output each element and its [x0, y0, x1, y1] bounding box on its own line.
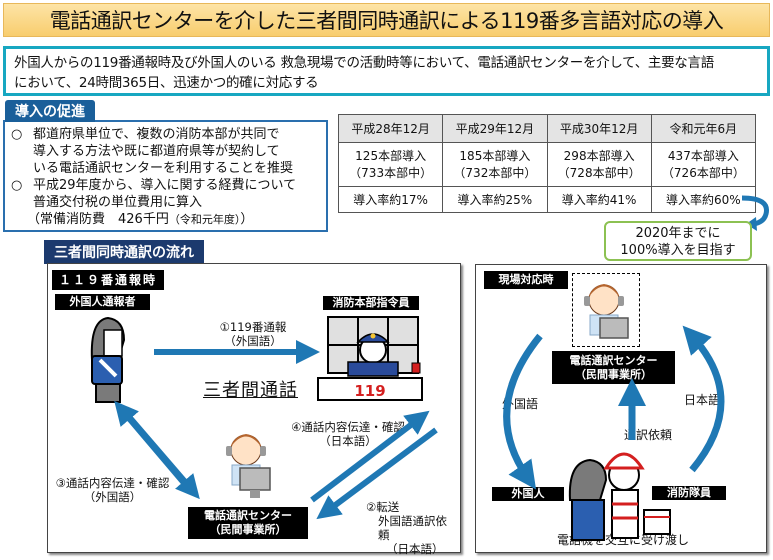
rate-cell: 導入率約17%	[337, 186, 444, 213]
phone-handoff-caption: 電話機を交互に受け渡し	[556, 533, 689, 547]
adopted-count: 125本部導入	[355, 148, 427, 163]
note-small: （令和元年度）	[168, 213, 241, 226]
step2-request: 外国語通訳依頼	[378, 514, 447, 542]
note-main: （常備消防費 426千円	[27, 212, 169, 227]
promotion-item: ○ 平成29年度から、導入に関する経費について 普通交付税の単位費用に算入	[11, 177, 320, 211]
step1-lang: （外国語）	[224, 334, 282, 348]
promotion-heading: 導入の促進	[5, 100, 95, 122]
summary-line-2: において、24時間365日、迅速かつ的確に対応する	[14, 75, 319, 91]
step3-label: ③通話内容伝達・確認 （外国語）	[50, 476, 175, 504]
summary-box: 外国人からの119番通報時及び外国人のいる 救急現場での活動時等において、電話通…	[3, 46, 770, 96]
three-way-call-label: 三者間通話	[203, 380, 298, 401]
column-header: 平成30年12月	[546, 114, 652, 143]
dispatcher-label: 消防本部指令員	[323, 296, 419, 310]
center-type: （民間事業所）	[209, 523, 287, 536]
center-name: 電話通訳センター	[204, 509, 292, 522]
summary-line-1: 外国人からの119番通報時及び外国人のいる 救急現場での活動時等において、電話通…	[14, 55, 714, 71]
total-count: （726本部中）	[661, 165, 745, 180]
step3-lang: （外国語）	[83, 490, 142, 504]
column-header: 平成29年12月	[442, 114, 548, 143]
stats-table: 平成28年12月 平成29年12月 平成30年12月 令和元年6月 125本部導…	[337, 114, 757, 213]
japanese-label: 日本語	[684, 393, 721, 407]
table-row-rate: 導入率約17% 導入率約25% 導入率約41% 導入率約60%	[337, 186, 757, 213]
caller-label: 外国人通報者	[55, 294, 150, 310]
step2-text: ②転送	[366, 500, 400, 514]
step3-text: ③通話内容伝達・確認	[55, 476, 170, 490]
center-name: 電話通訳センター	[569, 353, 658, 367]
step4-lang: （日本語）	[319, 434, 377, 448]
table-cell: 125本部導入 （733本部中）	[337, 142, 444, 187]
foreign-language-label: 外国語	[502, 397, 539, 411]
goal-line-1: 2020年までに	[635, 226, 721, 241]
table-row-adopted: 125本部導入 （733本部中） 185本部導入 （732本部中） 298本部導入 （…	[337, 142, 757, 187]
table-cell: 298本部導入 （728本部中）	[546, 142, 652, 187]
circle-bullet: ○	[11, 127, 23, 142]
promotion-item: ○ 都道府県単位で、複数の消防本部が共同で 導入する方法や既に都道府県等が契約し…	[11, 126, 320, 177]
flow-heading: 三者間同時通訳の流れ	[44, 240, 204, 264]
step1-text: ①119番通報	[219, 320, 287, 334]
rate-cell: 導入率約60%	[650, 186, 757, 213]
table-cell: 437本部導入 （726本部中）	[650, 142, 757, 187]
onsite-flow-panel: 現場対応時 電話通訳センター （民間事業所） 外国語 日本語 通訳依頼 外国人 …	[475, 264, 767, 553]
promotion-line: 導入する方法や既に都道府県等が契約して	[33, 144, 280, 159]
step2-label: ②転送 外国語通訳依頼 （日本語）	[356, 500, 456, 556]
table-header-row: 平成28年12月 平成29年12月 平成30年12月 令和元年6月	[337, 114, 757, 143]
promotion-note: （常備消防費 426千円（令和元年度））	[11, 211, 320, 228]
step4-text: ④通話内容伝達・確認	[291, 420, 405, 434]
interpretation-request-label: 通訳依頼	[624, 428, 673, 442]
promotion-line: 平成29年度から、導入に関する経費について	[33, 178, 297, 193]
adopted-count: 298本部導入	[563, 148, 635, 163]
step4-label: ④通話内容伝達・確認 （日本語）	[278, 420, 418, 448]
step2-lang: （日本語）	[386, 542, 444, 556]
interpreter-center-label: 電話通訳センター （民間事業所）	[188, 507, 308, 539]
note-end: ）	[240, 212, 254, 227]
step1-label: ①119番通報 （外国語）	[198, 320, 308, 348]
call-time-label: １１９番通報時	[52, 270, 164, 290]
goal-box: 2020年までに 100%導入を目指す	[604, 221, 752, 261]
call-flow-panel: １１９番通報時 外国人通報者 消防本部指令員 ①119番通報 （外国語） 三者間…	[47, 263, 461, 556]
total-count: （733本部中）	[349, 165, 433, 180]
total-count: （728本部中）	[557, 165, 641, 180]
firefighter-label: 消防隊員	[652, 486, 726, 500]
promotion-line: 都道府県単位で、複数の消防本部が共同で	[33, 127, 280, 142]
goal-line-2: 100%導入を目指す	[620, 243, 736, 258]
onsite-center-label: 電話通訳センター （民間事業所）	[552, 351, 675, 384]
page-title: 電話通訳センターを介した三者間同時通訳による119番多言語対応の導入	[3, 3, 770, 37]
promotion-box: ○ 都道府県単位で、複数の消防本部が共同で 導入する方法や既に都道府県等が契約し…	[3, 120, 328, 232]
center-type: （民間事業所）	[575, 367, 652, 381]
rate-cell: 導入率約25%	[442, 186, 548, 213]
total-count: （732本部中）	[453, 165, 537, 180]
circle-bullet: ○	[11, 178, 23, 193]
adopted-count: 437本部導入	[667, 148, 739, 163]
column-header: 平成28年12月	[337, 114, 444, 143]
promotion-line: 普通交付税の単位費用に算入	[33, 195, 203, 210]
promotion-line: いる電話通訳センターを利用することを推奨	[33, 161, 294, 176]
column-header: 令和元年6月	[650, 114, 757, 143]
interpreter-frame	[572, 273, 640, 347]
onsite-time-label: 現場対応時	[484, 271, 568, 289]
table-cell: 185本部導入 （732本部中）	[442, 142, 548, 187]
foreigner-label: 外国人	[492, 487, 564, 501]
rate-cell: 導入率約41%	[546, 186, 652, 213]
adopted-count: 185本部導入	[459, 148, 531, 163]
